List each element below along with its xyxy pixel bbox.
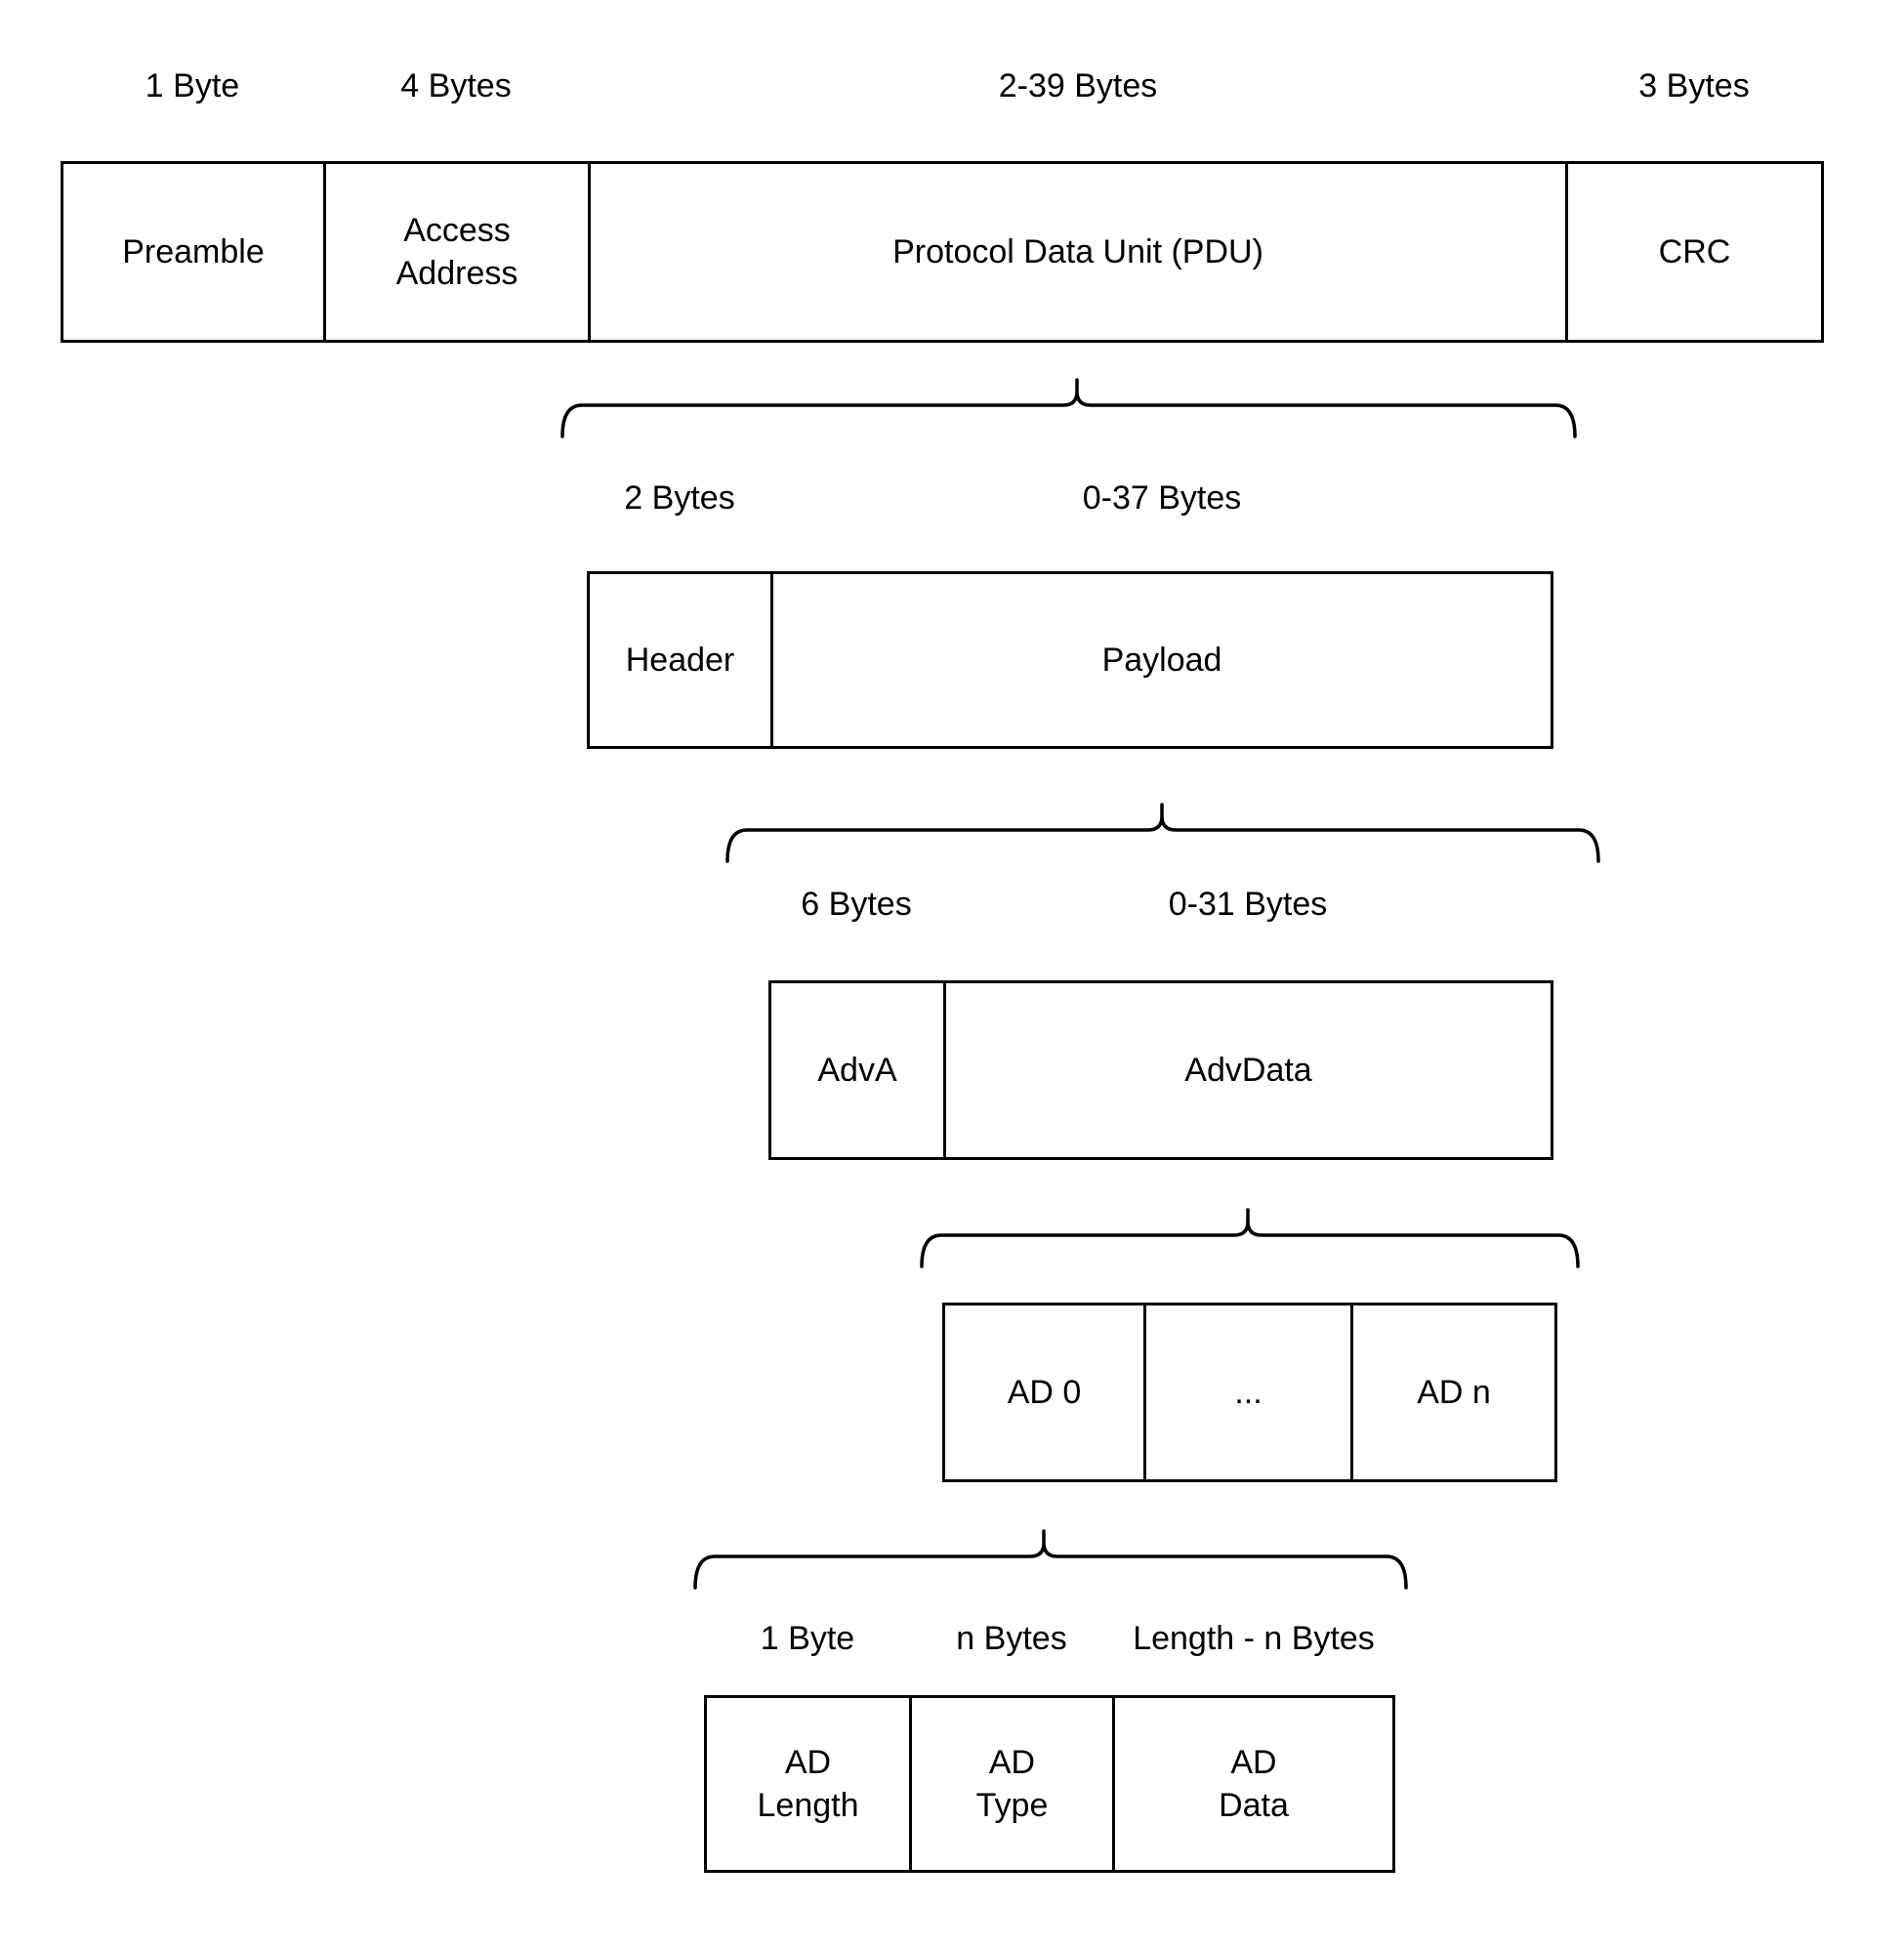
box-preamble: Preamble [61,161,326,343]
box-crc: CRC [1565,161,1824,343]
brace-payload-expansion [725,803,1600,863]
size-label-header: 2 Bytes [624,479,735,517]
brace-pdu-expansion [560,378,1577,438]
box-ad-length: AD Length [704,1695,912,1873]
size-label-crc: 3 Bytes [1638,67,1750,104]
size-label-pdu: 2-39 Bytes [998,67,1158,104]
box-pdu: Protocol Data Unit (PDU) [588,161,1568,343]
size-label-access-address: 4 Bytes [400,67,512,104]
box-adva: AdvA [768,980,946,1160]
size-label-preamble: 1 Byte [145,67,240,104]
brace-ad0-expansion [693,1529,1408,1590]
size-label-payload: 0-37 Bytes [1082,479,1242,517]
box-ad-data: AD Data [1112,1695,1395,1873]
box-header: Header [587,571,773,749]
box-ad-type: AD Type [909,1695,1115,1873]
box-ad-0: AD 0 [942,1303,1146,1482]
box-ad-n: AD n [1350,1303,1557,1482]
box-advdata: AdvData [943,980,1553,1160]
box-payload: Payload [770,571,1553,749]
size-label-ad-data: Length - n Bytes [1133,1620,1375,1657]
size-label-adva: 6 Bytes [801,886,912,923]
box-access-address: Access Address [323,161,591,343]
size-label-advdata: 0-31 Bytes [1168,886,1328,923]
size-label-ad-length: 1 Byte [760,1620,855,1657]
brace-advdata-expansion [920,1208,1580,1268]
size-label-ad-type: n Bytes [956,1620,1067,1657]
box-ad-ellipsis: ... [1143,1303,1353,1482]
